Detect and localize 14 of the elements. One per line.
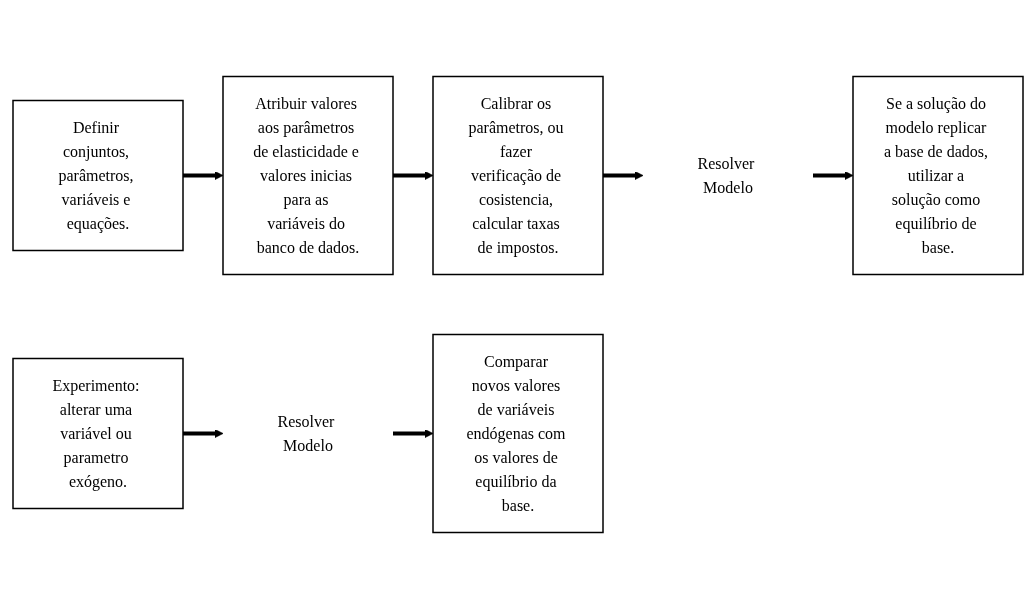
node-box: Definir conjuntos, parâmetros, variáveis e equações.: [11, 99, 184, 252]
arrow: [392, 429, 433, 438]
node-text: Resolver Modelo: [277, 412, 334, 454]
node-box: Experimento: alterar uma variável ou parametro exógeno.: [11, 357, 184, 510]
arrow: [812, 171, 853, 180]
arrow: [182, 429, 223, 438]
arrow: [182, 171, 223, 180]
node-text: Resolver Modelo: [697, 154, 754, 196]
node-box: Comparar novos valores de variáveis endógenas com os valores de equilíbrio da base.: [431, 333, 604, 534]
node-box: Calibrar os parâmetros, ou fazer verificação de cosistencia, calcular taxas de impostos.: [431, 75, 604, 276]
node-box: Se a solução do modelo replicar a base de dados, utilizar a solução como equilíbrio de base.: [851, 75, 1024, 276]
arrow: [602, 171, 643, 180]
node-box: Atribuir valores aos parâmetros de elasticidade e valores inicias para as variáveis do banco de dados.: [221, 75, 394, 276]
arrow: [392, 171, 433, 180]
